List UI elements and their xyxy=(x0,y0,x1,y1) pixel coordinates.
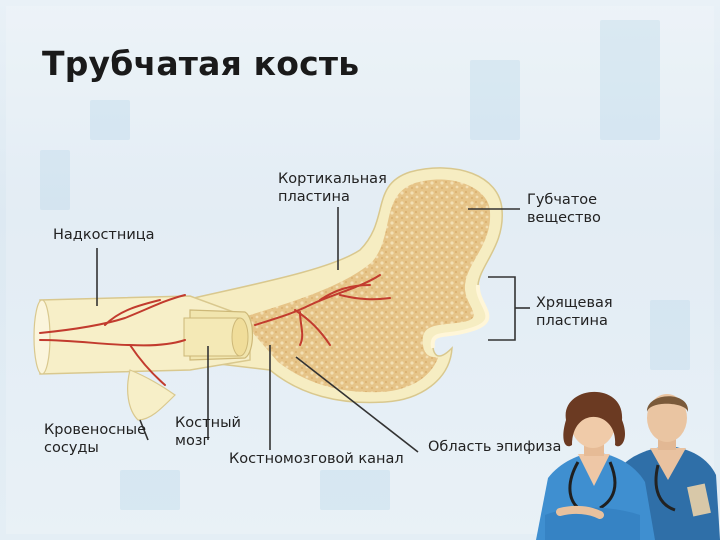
bone-marrow-end xyxy=(231,317,249,357)
background-tile xyxy=(90,100,130,140)
label-periosteum: Надкостница xyxy=(53,227,155,243)
label-cortical-plate: Кортикальная пластина xyxy=(278,171,387,205)
label-bone-marrow: Костный мозг xyxy=(175,415,241,449)
leader-lines xyxy=(96,207,530,453)
bone-marrow-cylinder xyxy=(183,317,241,357)
slide-title: Трубчатая кость xyxy=(42,44,360,83)
label-epiphysis-area: Область эпифиза xyxy=(428,439,562,455)
periosteum-flap xyxy=(127,369,176,421)
background-tile xyxy=(320,470,390,510)
label-blood-vessels: Кровеносные сосуды xyxy=(44,422,147,456)
label-cartilage-plate: Хрящевая пластина xyxy=(536,295,613,329)
background-tile xyxy=(600,20,660,140)
background-tile xyxy=(40,150,70,210)
background-tile xyxy=(120,470,180,510)
female-doctor-figure xyxy=(536,391,655,540)
label-medullary-canal: Костномозговой канал xyxy=(229,451,404,467)
label-spongy-substance: Губчатое вещество xyxy=(527,192,601,226)
cartilage-plate-shape xyxy=(430,284,490,349)
blood-vessels xyxy=(39,274,391,386)
background-tile xyxy=(470,60,520,140)
background-tile xyxy=(650,300,690,370)
shaft-end xyxy=(33,299,51,375)
